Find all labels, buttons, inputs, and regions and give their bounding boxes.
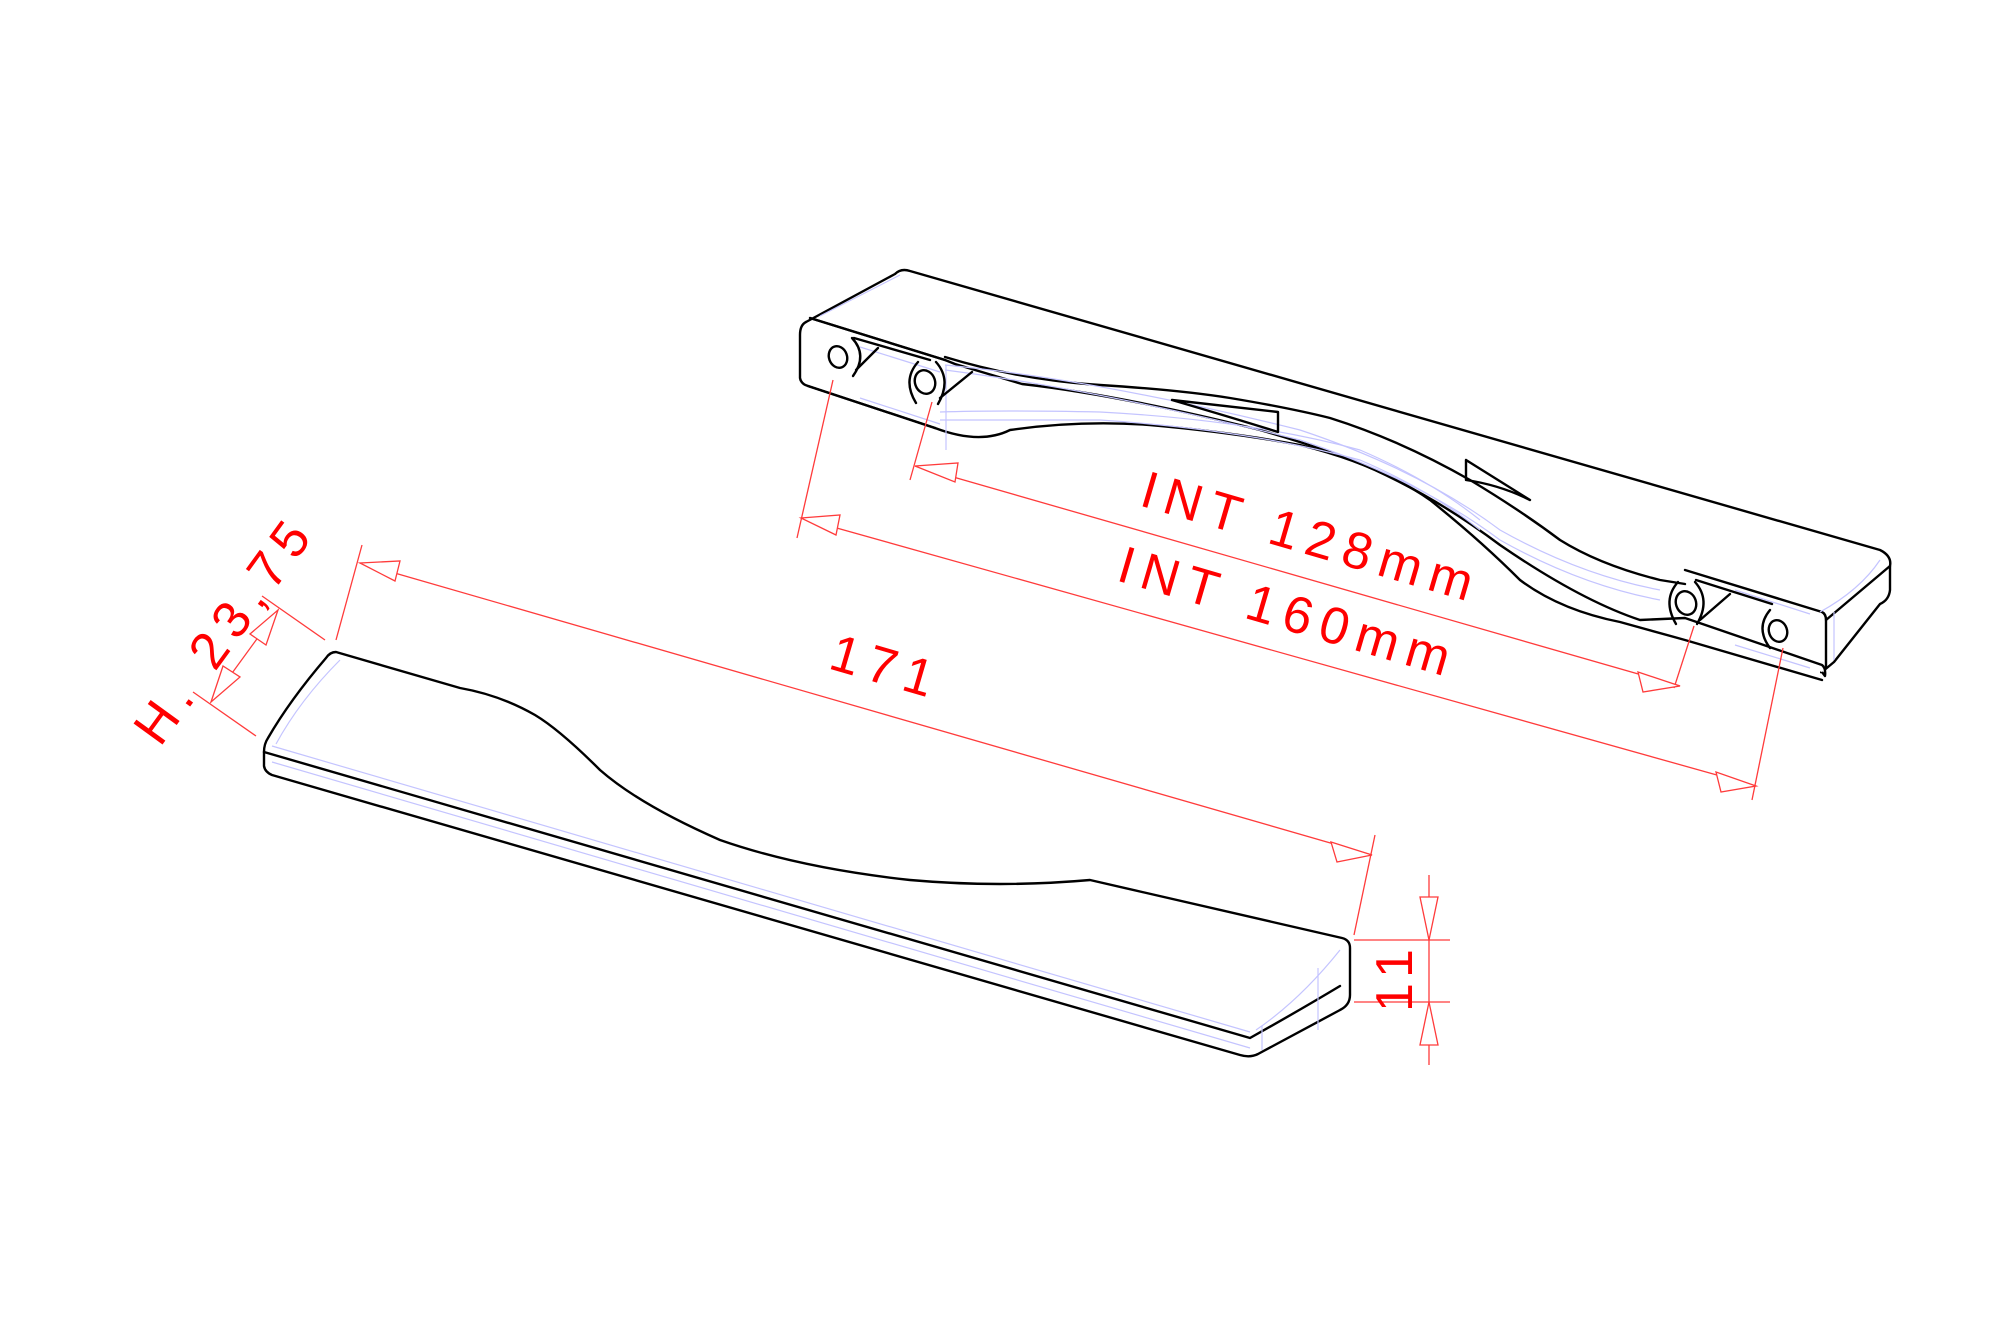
handle-rear-view	[798, 268, 1892, 682]
dimension-label-thickness: 11	[1366, 940, 1424, 1012]
handle-front-view	[262, 650, 1352, 1058]
dimension-label-length: 171	[824, 624, 949, 712]
mounting-hole-left-outer	[827, 336, 932, 378]
mounting-hole-left-inner	[908, 360, 974, 406]
mounting-hole-right-inner	[1668, 578, 1774, 626]
mounting-hole-right-outer	[1761, 608, 1789, 650]
dimension-thickness: 11	[1354, 875, 1450, 1065]
